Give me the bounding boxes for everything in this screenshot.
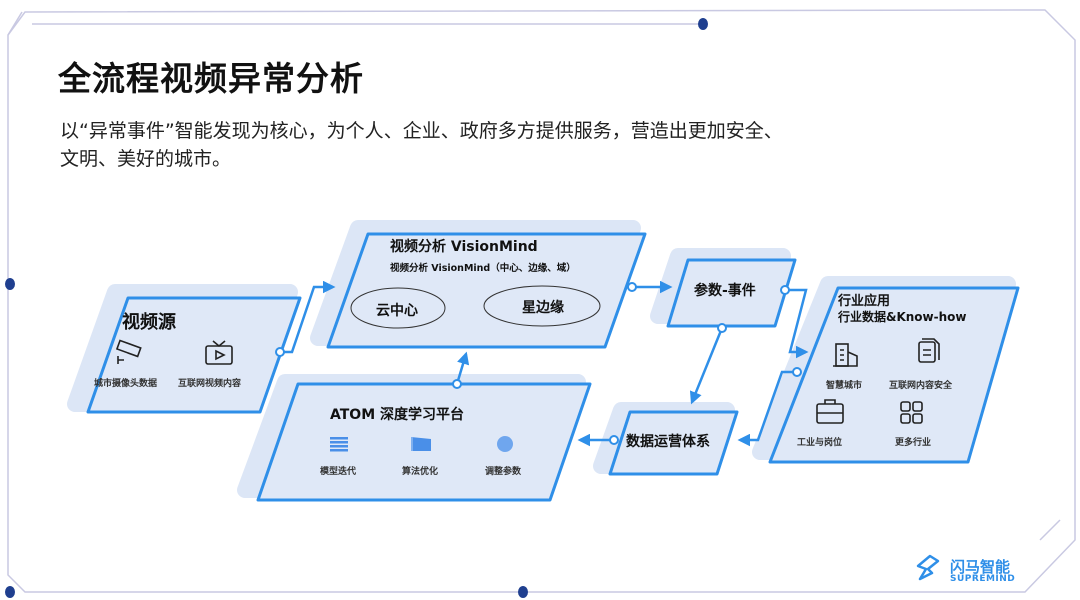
logo-text-cn: 闪马智能 xyxy=(950,558,1011,576)
node-params-event xyxy=(666,258,797,328)
atom-item-label: 算法优化 xyxy=(402,467,439,477)
cloud-center-label: 云中心 xyxy=(376,303,418,319)
params-event-title: 参数-事件 xyxy=(694,283,756,299)
vision-mind-subtitle: 视频分析 VisionMind（中心、边缘、域） xyxy=(390,263,576,274)
dial-icon xyxy=(497,436,513,452)
video-source-item-label: 城市摄像头数据 xyxy=(94,379,158,389)
logo-mark xyxy=(916,554,940,581)
industry-item-label: 工业与岗位 xyxy=(797,438,843,448)
star-edge-label: 星边缘 xyxy=(522,300,564,316)
frame-dot xyxy=(5,586,15,598)
frame-dot xyxy=(698,18,708,30)
document-icon xyxy=(918,338,940,363)
data-ops-title: 数据运营体系 xyxy=(626,434,710,450)
tv-play-icon xyxy=(205,340,233,365)
layers-icon xyxy=(330,437,348,452)
page-subtitle-line1: 以“异常事件”智能发现为核心，为个人、企业、政府多方提供服务，营造出更加安全、 xyxy=(60,120,783,142)
logo-text-en: SUPREMIND xyxy=(950,574,1016,584)
industry-item-label: 智慧城市 xyxy=(826,381,863,391)
page-title: 全流程视频异常分析 xyxy=(58,59,364,98)
atom-item-label: 模型迭代 xyxy=(320,467,357,477)
industry-title: 行业应用 xyxy=(838,294,891,309)
video-source-item-label: 互联网视频内容 xyxy=(178,379,242,389)
node-vision-mind xyxy=(326,232,647,349)
video-source-title: 视频源 xyxy=(122,312,176,333)
node-data-ops xyxy=(608,410,739,476)
cctv-camera-icon xyxy=(115,339,142,364)
frame-dot xyxy=(518,586,528,598)
connectors xyxy=(280,280,809,447)
connector-dots xyxy=(275,282,802,445)
industry-item-label: 互联网内容安全 xyxy=(889,381,953,391)
node-video-source xyxy=(86,296,302,414)
vision-mind-title: 视频分析 VisionMind xyxy=(390,239,538,255)
slide-frame xyxy=(7,9,1076,593)
star-edge-ellipse xyxy=(483,285,601,327)
cloud-center-ellipse xyxy=(350,287,446,329)
industry-item-label: 更多行业 xyxy=(895,438,932,448)
page-subtitle-line2: 文明、美好的城市。 xyxy=(60,148,232,170)
industry-subtitle: 行业数据&Know-how xyxy=(838,310,967,324)
atom-title: ATOM 深度学习平台 xyxy=(330,407,465,423)
area-chart-icon xyxy=(411,437,431,451)
building-icon xyxy=(833,343,858,367)
node-industry xyxy=(768,286,1020,464)
frame-dot xyxy=(5,278,15,290)
atom-item-label: 调整参数 xyxy=(485,467,522,477)
grid-icon xyxy=(900,401,923,424)
briefcase-icon xyxy=(816,399,844,424)
